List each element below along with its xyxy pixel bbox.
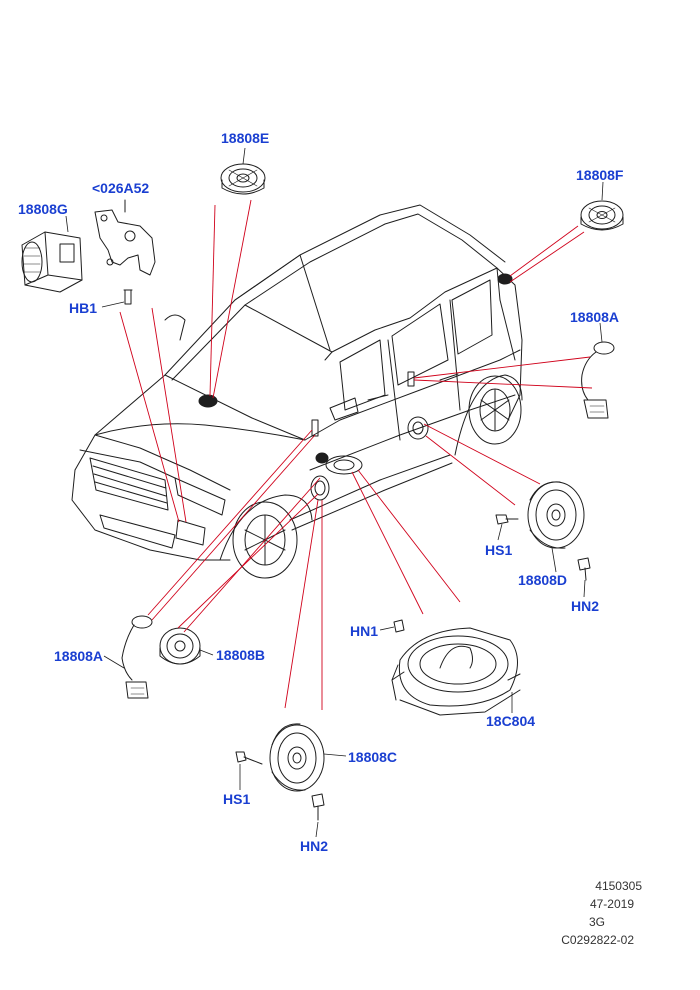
screw-hs1-right-drawing bbox=[495, 514, 519, 525]
callout-18808b: 18808B bbox=[216, 647, 266, 663]
callout-18808e: 18808E bbox=[221, 130, 270, 146]
speaker-18808c-drawing bbox=[269, 723, 325, 792]
tweeter-18808e-drawing bbox=[220, 163, 266, 195]
callout-hb1: HB1 bbox=[69, 300, 98, 316]
callout-hn1: HN1 bbox=[350, 623, 379, 639]
callout-18808a-right: 18808A bbox=[570, 309, 620, 325]
nut-hn1-drawing bbox=[393, 619, 405, 633]
callout-hs1-right: HS1 bbox=[485, 542, 513, 558]
bracket-026a52-drawing bbox=[94, 199, 156, 276]
harness-18808a-right-drawing bbox=[581, 341, 615, 419]
callout-hn2-bottom: HN2 bbox=[300, 838, 329, 854]
callout-18808g: 18808G bbox=[18, 201, 68, 217]
screw-hb1-drawing bbox=[123, 289, 133, 305]
speaker-18808d-drawing bbox=[527, 481, 585, 549]
callout-18808a-left: 18808A bbox=[54, 648, 104, 664]
screw-hs1-bottom-drawing bbox=[235, 751, 263, 765]
callout-18c804: 18C804 bbox=[486, 713, 536, 729]
reference-line-2: 47-2019 bbox=[589, 897, 634, 911]
module-18808g-drawing bbox=[21, 231, 83, 293]
nut-hn2-bottom-drawing bbox=[311, 793, 325, 821]
reference-line-4: C0292822-02 bbox=[561, 933, 634, 947]
leader-lines bbox=[119, 199, 593, 710]
callout-hn2-right: HN2 bbox=[571, 598, 600, 614]
callout-hs1-bottom: HS1 bbox=[223, 791, 251, 807]
vehicle-outline bbox=[71, 204, 523, 579]
nut-hn2-right-drawing bbox=[577, 557, 591, 581]
tweeter-18808f-drawing bbox=[580, 200, 624, 231]
callout-ticks bbox=[65, 147, 604, 838]
reference-line-3: 3G bbox=[588, 915, 605, 929]
subwoofer-18c804-drawing bbox=[391, 627, 521, 716]
callout-18808c: 18808C bbox=[348, 749, 398, 765]
harness-18808a-left-drawing bbox=[121, 615, 153, 699]
callout-18808f: 18808F bbox=[576, 167, 624, 183]
speaker-18808b-drawing bbox=[159, 627, 201, 665]
callout-18808d: 18808D bbox=[518, 572, 568, 588]
reference-line-1: 4150305 bbox=[595, 879, 642, 893]
callout-026a52: <026A52 bbox=[92, 180, 150, 196]
